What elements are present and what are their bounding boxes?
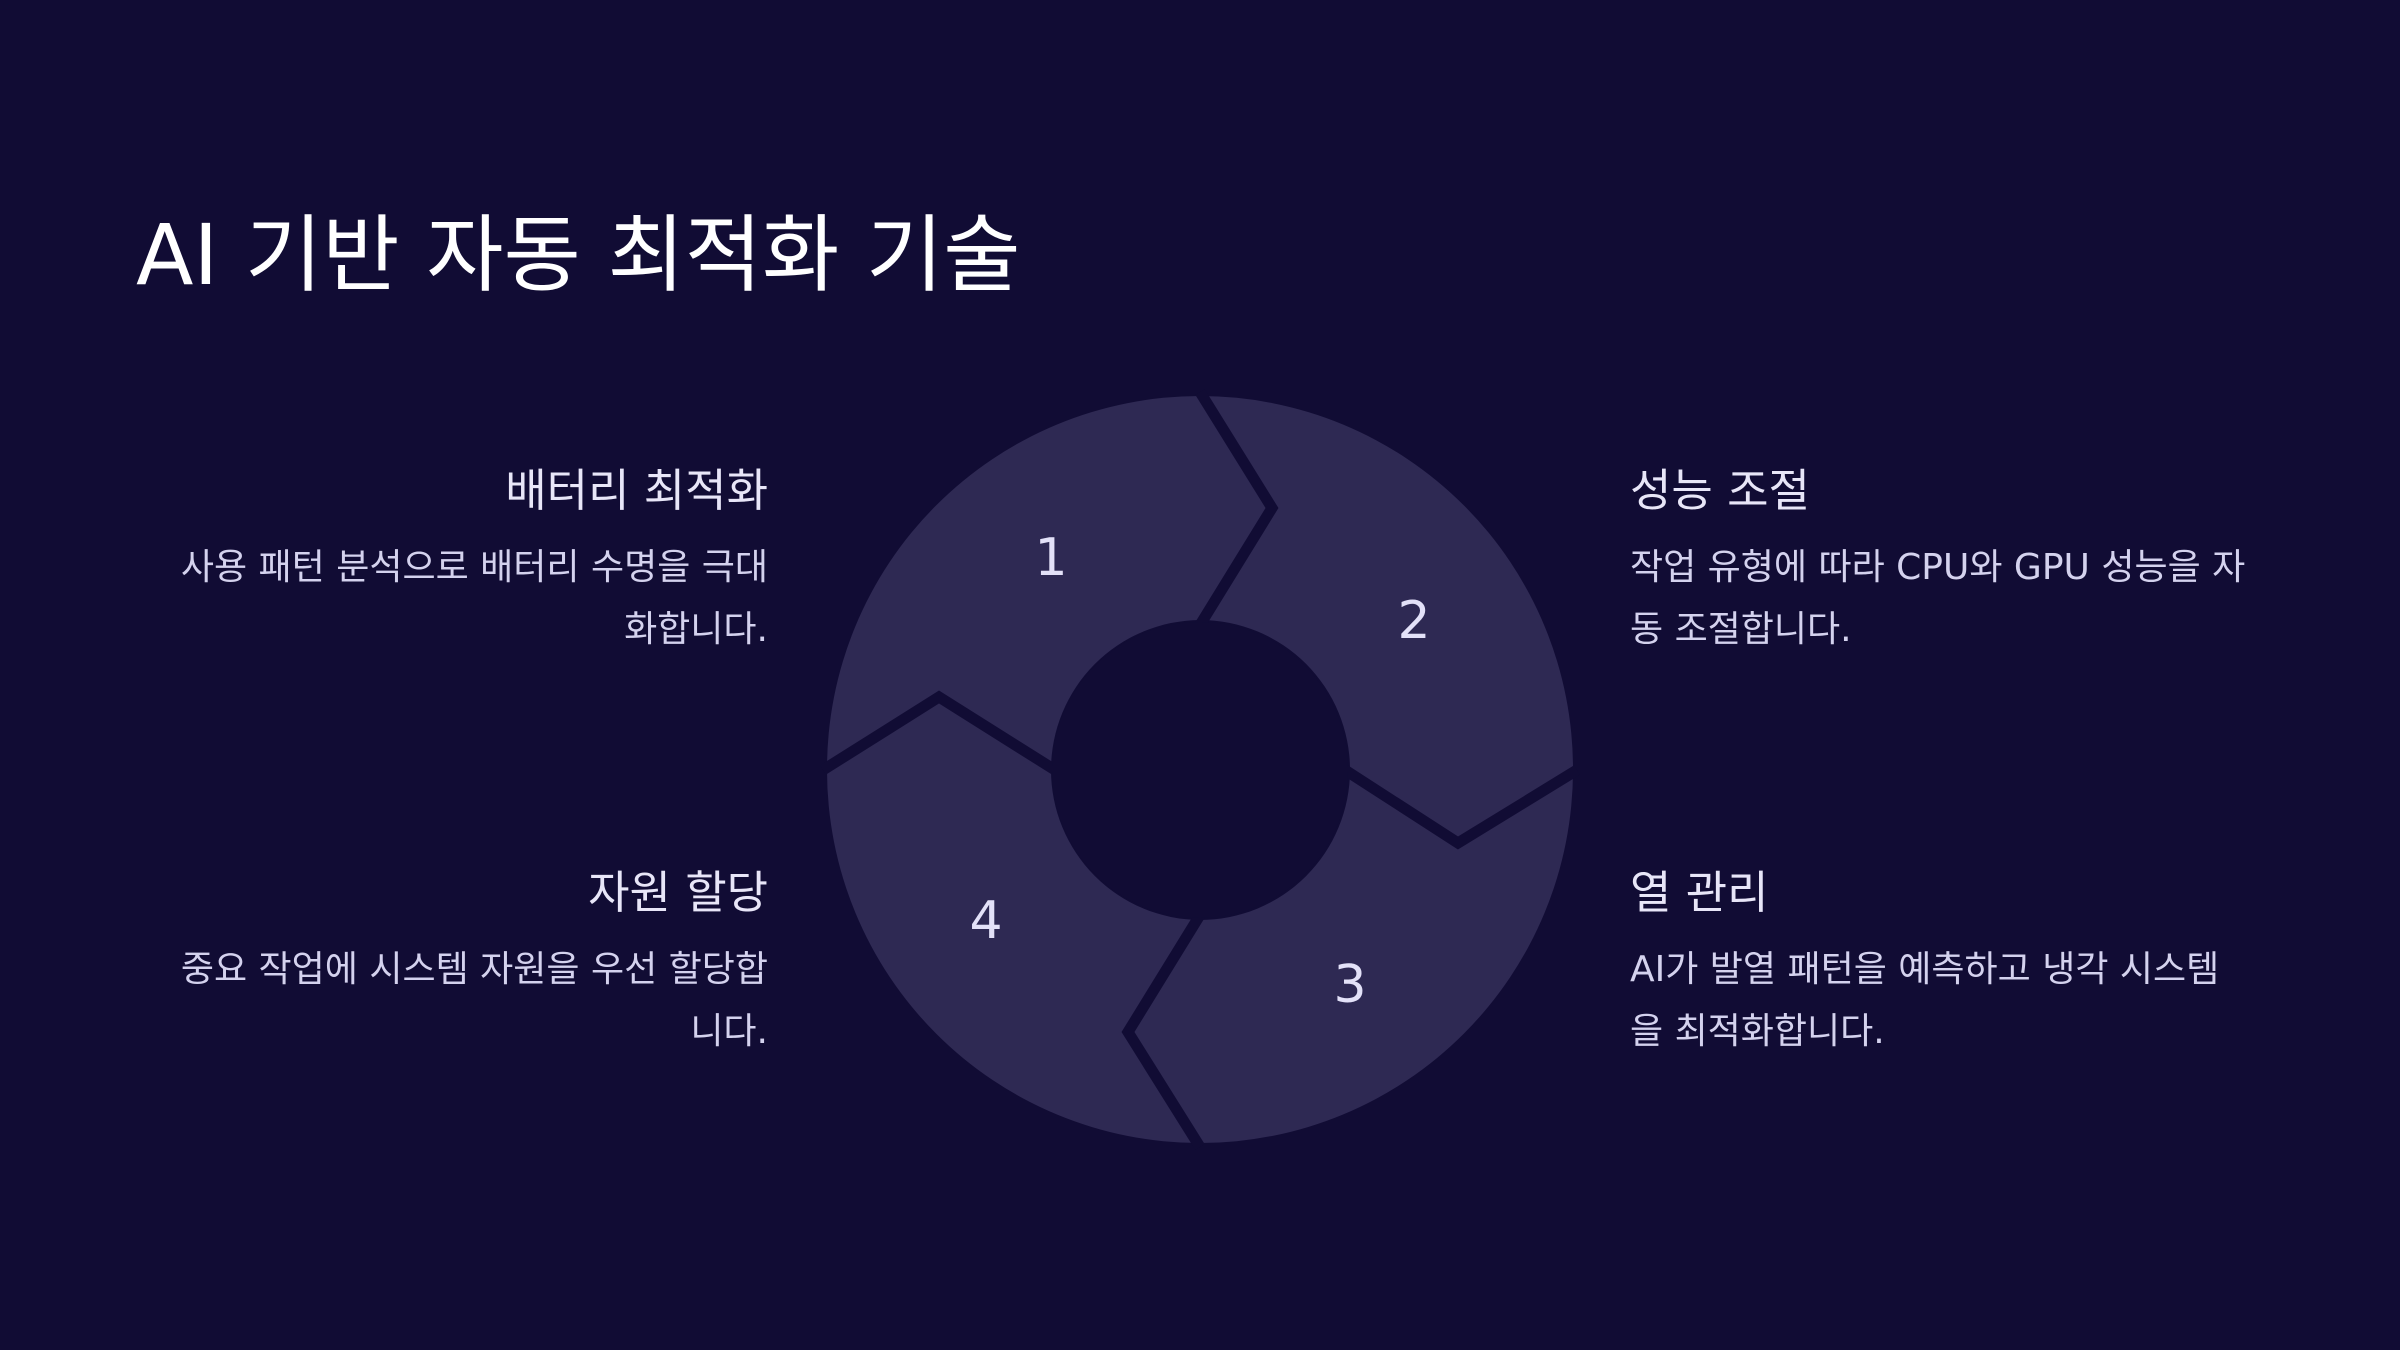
cycle-segment-4 — [827, 700, 1200, 1143]
separator-right — [1342, 765, 1580, 850]
feature-thermal: 열 관리 AI가 발열 패턴을 예측하고 냉각 시스템을 최적화합니다. — [1630, 864, 2250, 1063]
feature-resource-description: 중요 작업에 시스템 자원을 우선 할당합니다. — [180, 948, 768, 1052]
cycle-segment-2 — [1200, 396, 1574, 838]
feature-thermal-title: 열 관리 — [1630, 866, 1769, 919]
cycle-number-1: 1 — [1034, 528, 1067, 588]
cycle-number-4: 4 — [969, 891, 1002, 951]
cycle-number-2: 2 — [1397, 591, 1430, 651]
cycle-segment-3 — [1128, 770, 1573, 1143]
separator-bottom — [1121, 912, 1205, 1150]
cycle-number-3: 3 — [1333, 955, 1366, 1015]
feature-performance: 성능 조절 작업 유형에 따라 CPU와 GPU 성능을 자동 조절합니다. — [1630, 462, 2250, 661]
feature-thermal-description: AI가 발열 패턴을 예측하고 냉각 시스템을 최적화합니다. — [1630, 948, 2220, 1052]
feature-resource-title: 자원 할당 — [588, 866, 768, 919]
feature-performance-title: 성능 조절 — [1630, 464, 1810, 517]
slide-title: AI 기반 자동 최적화 기술 — [136, 206, 1021, 304]
cycle-segments — [826, 396, 1574, 1143]
cycle-hub — [1052, 622, 1348, 918]
feature-performance-description: 작업 유형에 따라 CPU와 GPU 성능을 자동 조절합니다. — [1630, 546, 2246, 650]
feature-resource: 자원 할당 중요 작업에 시스템 자원을 우선 할당합니다. — [148, 864, 768, 1063]
feature-battery-description: 사용 패턴 분석으로 배터리 수명을 극대화합니다. — [180, 546, 768, 650]
feature-battery-title: 배터리 최적화 — [505, 464, 768, 517]
feature-battery: 배터리 최적화 사용 패턴 분석으로 배터리 수명을 극대화합니다. — [148, 462, 768, 661]
cycle-separators — [820, 389, 1580, 1150]
separator-top — [1195, 389, 1279, 628]
cycle-segment-1 — [826, 396, 1272, 770]
separator-left — [820, 690, 1058, 775]
